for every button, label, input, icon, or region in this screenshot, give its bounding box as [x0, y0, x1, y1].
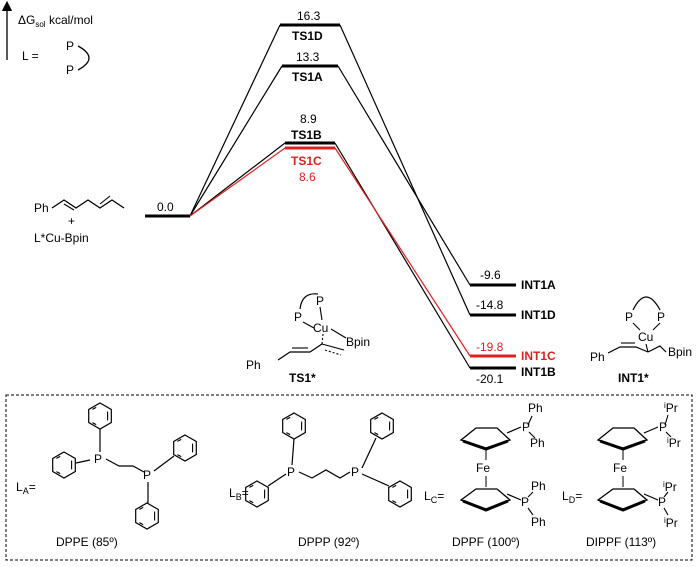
svg-text:P: P: [351, 465, 359, 479]
level-int1d: -14.8 INT1D: [470, 298, 556, 322]
ligand-c-caption: DPPF (100º): [452, 535, 520, 549]
svg-text:Fe: Fe: [476, 461, 490, 475]
level-int1c: -19.8 INT1C: [470, 340, 556, 363]
ligand-c-prefix: LC=: [424, 489, 444, 505]
ligand-d-caption: DIPPF (113º): [586, 535, 656, 549]
svg-text:Bpin: Bpin: [346, 335, 370, 349]
ligand-dippf: LD= Fe P iPr iPr P iPr iPr DIPPF (113º): [562, 401, 681, 549]
energy-ts1c: 8.6: [299, 170, 316, 184]
energy-reactant: 0.0: [157, 200, 174, 214]
ligand-dppe: LA= P P DPPE (85º): [16, 402, 197, 549]
svg-text:P: P: [143, 468, 151, 482]
level-ts1a: 13.3 TS1A: [282, 50, 338, 84]
pathway-connectors: [189, 24, 471, 369]
svg-text:Bpin: Bpin: [668, 345, 692, 359]
ligand-d-prefix: LD=: [562, 489, 582, 505]
ligand-dppp: LB= P P DPPP (92º): [229, 412, 412, 549]
svg-text:Ph: Ph: [531, 479, 546, 493]
energy-int1c: -19.8: [476, 340, 504, 354]
energy-ts1b: 8.9: [300, 112, 317, 126]
energy-int1b: -20.1: [476, 372, 504, 386]
ts1-structure: P P Cu Bpin Ph TS1*: [246, 293, 370, 385]
svg-text:Ph: Ph: [531, 515, 546, 529]
ligand-legend-p-bottom: P: [66, 63, 74, 77]
svg-text:P: P: [521, 495, 529, 509]
ligand-legend-prefix: L =: [22, 49, 39, 63]
level-ts1b: 8.9 TS1B: [285, 112, 335, 145]
ligand-a-prefix: LA=: [16, 480, 36, 496]
ligand-b-caption: DPPP (92º): [298, 535, 360, 549]
svg-text:iPr: iPr: [663, 480, 677, 494]
label-ts1a: TS1A: [292, 70, 323, 84]
svg-text:iPr: iPr: [667, 436, 681, 450]
svg-text:P: P: [658, 495, 666, 509]
svg-text:P: P: [287, 465, 295, 479]
label-int1a: INT1A: [521, 278, 556, 292]
ligand-a-caption: DPPE (85º): [56, 535, 118, 549]
ligand-legend-p-top: P: [66, 39, 74, 53]
energy-ts1d: 16.3: [297, 9, 321, 23]
ligand-legend: L = P P: [22, 39, 90, 77]
level-int1a: -9.6 INT1A: [470, 268, 556, 292]
ligand-panel: [5, 394, 693, 561]
svg-text:P: P: [294, 310, 302, 324]
level-ts1c: TS1C 8.6: [285, 146, 335, 184]
level-int1b: -20.1 INT1B: [470, 365, 556, 386]
svg-text:P: P: [659, 420, 667, 434]
svg-text:P: P: [625, 310, 633, 324]
svg-text:Cu: Cu: [313, 321, 328, 335]
plus-sign: +: [68, 214, 75, 228]
svg-text:P: P: [657, 310, 665, 324]
svg-text:Fe: Fe: [613, 461, 627, 475]
svg-text:iPr: iPr: [664, 516, 678, 530]
label-ts1d: TS1D: [292, 29, 323, 43]
substrate-diene: Ph: [34, 195, 125, 215]
label-int1d: INT1D: [521, 308, 556, 322]
energy-int1d: -14.8: [476, 298, 504, 312]
energy-int1a: -9.6: [480, 268, 501, 282]
label-int1c: INT1C: [521, 349, 556, 363]
axis-label: ΔGsol kcal/mol: [18, 13, 93, 29]
label-ts1c: TS1C: [291, 154, 322, 168]
svg-text:iPr: iPr: [664, 401, 678, 415]
svg-text:Ph: Ph: [34, 201, 49, 215]
int1-structure: P P Cu Bpin Ph INT1*: [590, 296, 692, 385]
svg-text:Ph: Ph: [590, 350, 605, 364]
energy-ts1a: 13.3: [296, 50, 320, 64]
svg-text:Ph: Ph: [530, 436, 545, 450]
level-ts1d: 16.3 TS1D: [280, 9, 340, 43]
svg-text:P: P: [316, 294, 324, 308]
level-reactant: 0.0: [145, 200, 190, 218]
svg-text:Ph: Ph: [246, 358, 261, 372]
label-ts1b: TS1B: [291, 128, 322, 142]
svg-text:P: P: [94, 452, 102, 466]
svg-text:Ph: Ph: [528, 401, 543, 415]
ts1-caption: TS1*: [289, 371, 316, 385]
ligand-dppf: LC= Fe P Ph Ph P Ph Ph DPPF (100º): [424, 401, 546, 549]
reagent-label: L*Cu-Bpin: [34, 231, 89, 245]
label-int1b: INT1B: [521, 365, 556, 379]
svg-text:Cu: Cu: [638, 330, 653, 344]
svg-text:P: P: [522, 420, 530, 434]
int1-caption: INT1*: [618, 371, 649, 385]
